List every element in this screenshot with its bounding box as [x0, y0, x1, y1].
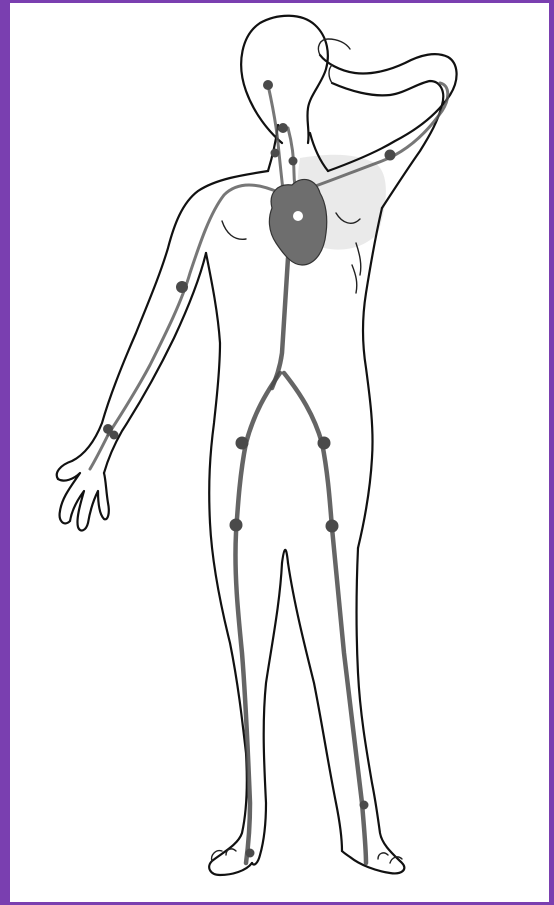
left-shoulder: [57, 171, 268, 479]
heart-highlight: [293, 211, 303, 221]
left-pectoral: [222, 221, 246, 239]
rib-lines: [352, 243, 361, 293]
torso-left: [206, 253, 220, 523]
left-leg-inner: [252, 563, 282, 865]
heart-icon: [269, 179, 326, 265]
left-hand: [58, 473, 109, 530]
right-leg-inner: [288, 563, 342, 851]
body-outline-illustration: [10, 3, 549, 902]
crotch: [282, 550, 288, 563]
vessel-hanging-arm: [108, 185, 280, 435]
vessel-aorta: [272, 258, 288, 388]
torso-right: [358, 208, 382, 548]
